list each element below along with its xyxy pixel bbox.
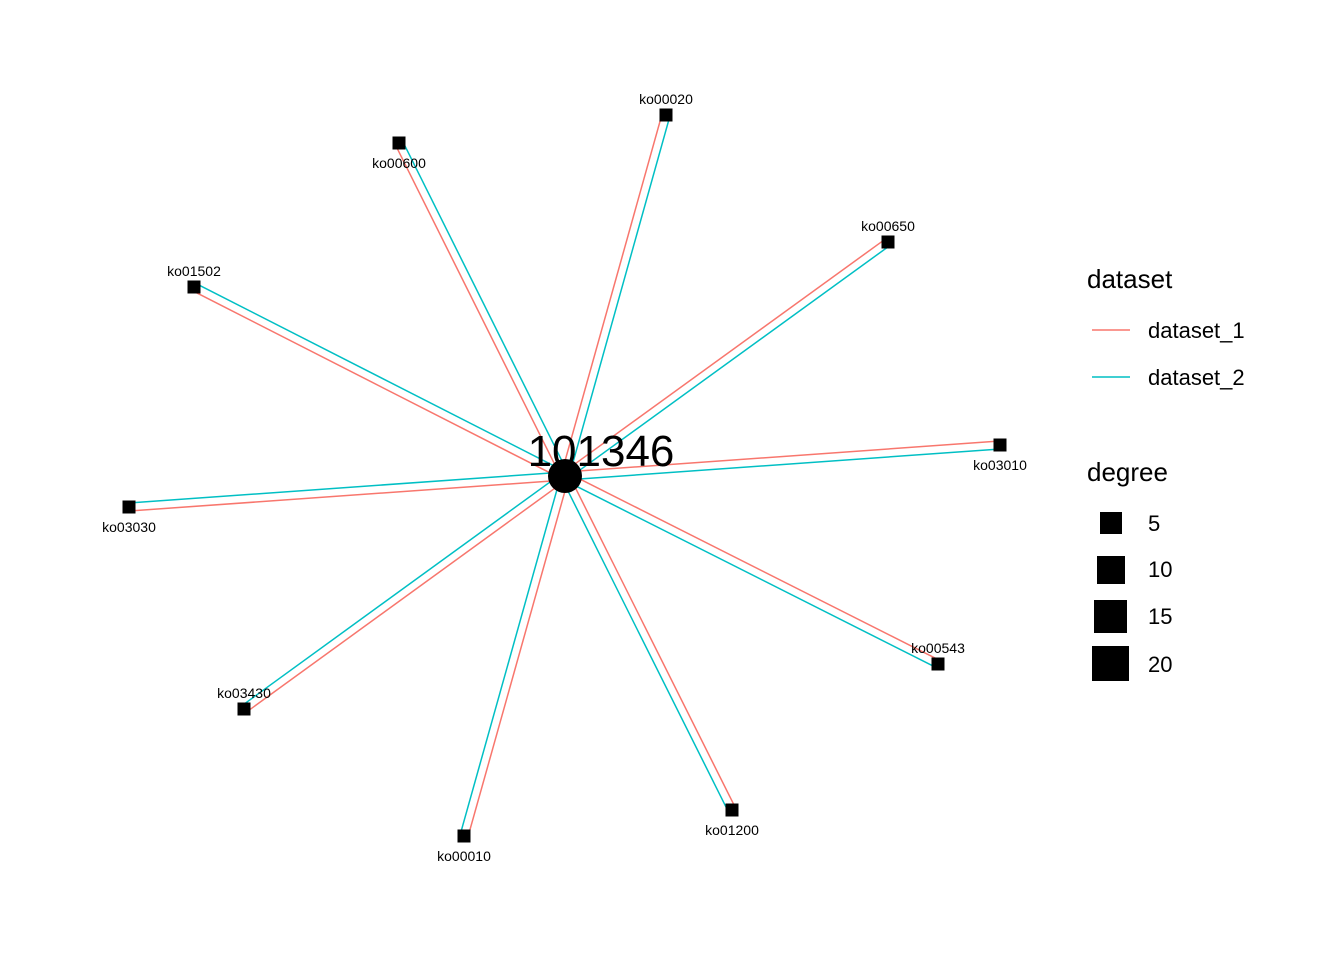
node-label-ko00600: ko00600 [372,155,426,171]
edge-ko03430-dataset-1 [245,478,568,713]
legend-label-degree-5: 5 [1148,511,1160,536]
edge-ko01200-dataset-2 [560,477,730,813]
node-label-ko00020: ko00020 [639,91,693,107]
node-label-ko01502: ko01502 [167,263,221,279]
edge-ko00543-dataset-1 [566,471,941,662]
node-label-ko03010: ko03010 [973,457,1027,473]
hub-node [548,459,582,493]
edge-ko01200-dataset-1 [567,473,737,809]
edge-ko03030-dataset-2 [128,471,565,504]
node-ko00543 [931,657,945,671]
nodes-layer: ko00020 ko00600 ko00650 ko01502 ko03010 ko030… [102,91,1027,864]
edge-ko00543-dataset-2 [562,478,937,669]
edge-ko00020-dataset-2 [568,115,671,478]
edge-ko00650-dataset-2 [566,244,891,480]
node-ko01502 [187,280,201,294]
edge-ko00650-dataset-1 [562,238,887,474]
hub-label: 101346 [528,427,675,476]
edge-ko00020-dataset-1 [560,113,663,476]
node-label-ko00543: ko00543 [911,640,965,656]
edge-ko00600-dataset-2 [401,140,570,475]
legend-key-degree-20 [1092,646,1129,681]
legend-key-degree-10 [1097,556,1125,584]
edge-ko01502-dataset-1 [191,289,564,481]
legend-key-degree-15 [1094,600,1127,633]
edge-ko00010-dataset-1 [467,476,570,838]
node-label-ko00010: ko00010 [437,848,491,864]
legend-title-degree: degree [1087,457,1168,487]
hub-node-group: 101346 [528,427,675,493]
node-ko01200 [725,803,739,817]
node-ko00020 [659,108,673,122]
edge-ko03010-dataset-2 [565,448,1001,481]
node-ko00600 [392,136,406,150]
edge-ko03030-dataset-1 [129,479,566,512]
legend: dataset dataset_1 dataset_2 degree 5 10 … [1087,264,1245,681]
node-ko03430 [237,702,251,716]
edges-layer [128,113,1001,838]
node-ko00010 [457,829,471,843]
node-ko03030 [122,500,136,514]
node-label-ko00650: ko00650 [861,218,915,234]
edge-ko00600-dataset-1 [394,144,563,479]
node-ko00650 [881,235,895,249]
legend-title-dataset: dataset [1087,264,1173,294]
legend-label-degree-20: 20 [1148,652,1172,677]
legend-label-dataset-2: dataset_2 [1148,365,1245,390]
node-ko03010 [993,438,1007,452]
legend-label-dataset-1: dataset_1 [1148,318,1245,343]
edge-ko03010-dataset-1 [564,440,1000,473]
legend-label-degree-15: 15 [1148,604,1172,629]
legend-key-degree-5 [1100,512,1122,534]
node-label-ko01200: ko01200 [705,822,759,838]
edge-ko00010-dataset-2 [459,474,562,836]
edge-ko03430-dataset-2 [241,472,564,707]
legend-label-degree-10: 10 [1148,557,1172,582]
edge-ko01502-dataset-2 [195,282,568,474]
node-label-ko03030: ko03030 [102,519,156,535]
node-label-ko03430: ko03430 [217,685,271,701]
